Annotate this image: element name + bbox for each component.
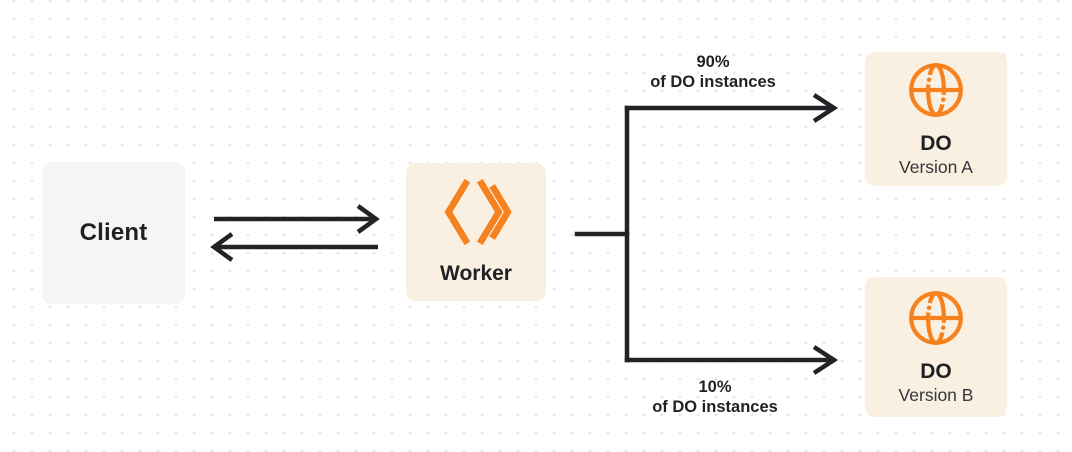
- worker-label: Worker: [440, 262, 512, 285]
- split-top-caption: of DO instances: [650, 73, 776, 92]
- split-bottom-label: 10% of DO instances: [595, 377, 835, 418]
- workers-logo-icon: [438, 174, 514, 255]
- client-label: Client: [79, 219, 148, 246]
- split-top-label: 90% of DO instances: [593, 52, 833, 93]
- do-version-a-subtitle: Version A: [899, 157, 973, 178]
- do-version-a-node: DO Version A: [865, 52, 1007, 186]
- do-version-b-title: DO: [920, 360, 952, 383]
- arrow-client-to-worker: [214, 204, 380, 234]
- do-version-b-node: DO Version B: [865, 277, 1007, 417]
- worker-node: Worker: [406, 163, 546, 301]
- do-version-a-title: DO: [920, 132, 952, 155]
- arrow-to-do-version-a: [624, 93, 839, 123]
- globe-icon: [907, 289, 965, 352]
- arrow-to-do-version-b: [624, 345, 839, 375]
- do-version-b-subtitle: Version B: [898, 385, 974, 406]
- globe-icon: [907, 61, 965, 124]
- split-top-percent: 90%: [696, 53, 730, 71]
- client-node: Client: [42, 162, 185, 304]
- split-branch-lines: [574, 105, 630, 363]
- split-bottom-percent: 10%: [698, 378, 732, 396]
- split-bottom-caption: of DO instances: [652, 398, 778, 417]
- arrow-worker-to-client: [210, 232, 378, 262]
